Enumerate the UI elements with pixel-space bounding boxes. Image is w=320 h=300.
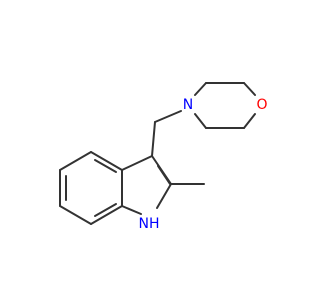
indole-nh-label: NH xyxy=(139,216,160,232)
bond xyxy=(90,205,123,225)
bond xyxy=(94,203,117,217)
bond xyxy=(90,151,123,171)
bonds xyxy=(59,82,256,225)
bond xyxy=(243,113,256,129)
bond xyxy=(194,113,207,129)
bond xyxy=(151,121,156,157)
bond xyxy=(154,110,182,123)
bond xyxy=(157,165,171,185)
bond xyxy=(243,82,256,96)
atoms: N O NH xyxy=(139,97,268,232)
bond xyxy=(194,82,207,96)
bond xyxy=(59,205,92,225)
molecule-structure: N O NH xyxy=(59,82,268,232)
bond xyxy=(156,183,172,209)
bond xyxy=(121,205,142,215)
bond xyxy=(59,151,92,171)
morpholine-oxygen-label: O xyxy=(256,97,267,113)
bond xyxy=(94,159,117,173)
morpholine-nitrogen-label: N xyxy=(183,97,193,113)
bond xyxy=(121,155,153,171)
